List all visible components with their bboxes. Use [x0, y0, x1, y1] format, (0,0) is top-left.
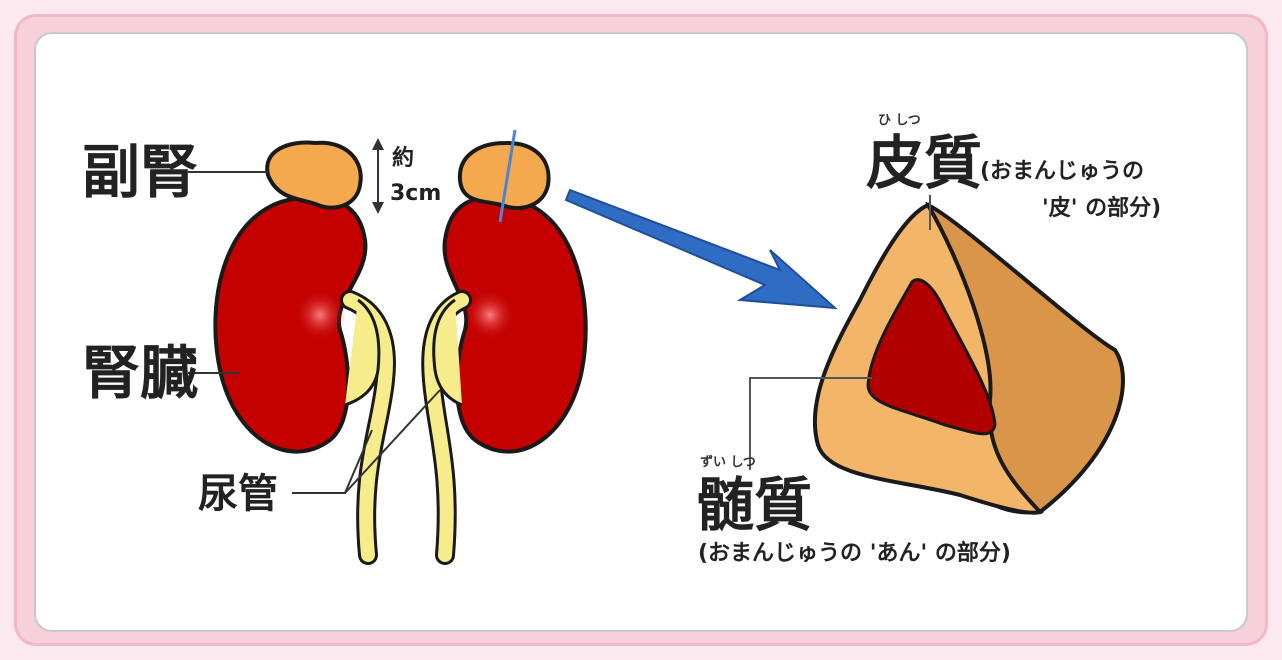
cortex-note-2: '皮' の部分): [1042, 195, 1161, 221]
medulla-label: 髄質: [696, 471, 812, 539]
size-value: 3cm: [390, 181, 441, 206]
ureter-label: 尿管: [198, 471, 278, 517]
ureter-leader-2: [345, 390, 440, 493]
left-kidney: [215, 197, 365, 451]
adrenal-label: 副腎: [82, 138, 198, 206]
medulla-ruby: ずい しつ: [700, 454, 756, 470]
right-kidney: [444, 197, 585, 451]
cortex-ruby: ひ しつ: [878, 113, 921, 128]
size-prefix: 約: [392, 145, 414, 171]
left-adrenal-gland: [267, 142, 361, 207]
arrow-icon: [566, 190, 835, 308]
cortex-note-1: (おまんじゅうの: [980, 159, 1144, 184]
medulla-note: (おまんじゅうの 'あん' の部分): [698, 540, 1011, 566]
kidney-label: 腎臓: [82, 339, 198, 407]
adrenal-cross-section: [815, 195, 1123, 513]
size-bracket: [372, 138, 384, 214]
cortex-label: 皮質: [866, 129, 982, 197]
